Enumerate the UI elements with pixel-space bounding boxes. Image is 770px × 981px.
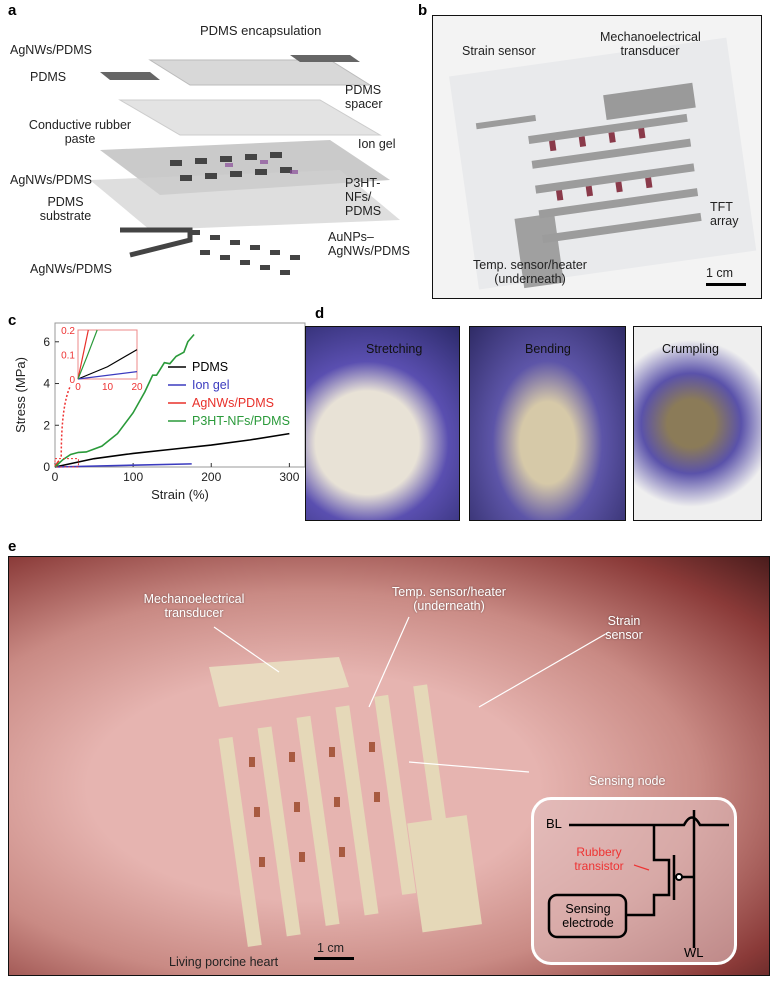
- label-pdms: PDMS: [30, 70, 67, 84]
- inset-y-tick-label: 0.2: [61, 326, 75, 337]
- inset-series-agnws-pdms: [77, 329, 89, 380]
- label-tft-array: TFT array: [710, 200, 739, 228]
- label-living-heart: Living porcine heart: [169, 955, 279, 969]
- inset-y-tick-label: 0.1: [61, 351, 75, 362]
- photo-stretching: Stretching: [305, 326, 460, 521]
- label-aunps-agnws-pdms: AuNPs– AgNWs/PDMS: [328, 230, 410, 258]
- device-on-heart: [209, 616, 610, 947]
- photo-bending: Bending: [469, 326, 626, 521]
- label-strain-sensor-b: Strain sensor: [462, 44, 536, 58]
- panel-label-e: e: [8, 538, 17, 555]
- label-pdms-encapsulation: PDMS encapsulation: [200, 23, 322, 38]
- legend-entry: P3HT-NFs/PDMS: [192, 414, 290, 428]
- circuit-transistor-label: Rubbery transistor: [574, 845, 624, 873]
- x-tick-label: 300: [279, 470, 299, 484]
- series-line-p3ht-nfs-pdms: [54, 333, 195, 468]
- label-pdms-substrate: PDMS substrate: [39, 195, 92, 223]
- scale-label-e: 1 cm: [317, 941, 345, 955]
- scale-bar-e: [314, 957, 354, 960]
- panel-label-c: c: [8, 312, 17, 329]
- y-tick-label: 4: [43, 377, 50, 391]
- exploded-device-diagram: [90, 55, 400, 275]
- y-tick-label: 2: [43, 418, 50, 432]
- device-photo: [432, 15, 762, 299]
- scale-bar-b: [706, 283, 746, 286]
- x-tick-label: 0: [52, 470, 59, 484]
- inset-series-p3ht-nfs-pdms: [77, 329, 98, 380]
- label-transducer-e: Mechanoelectrical transducer: [143, 592, 245, 620]
- label-ion-gel: Ion gel: [358, 137, 396, 151]
- legend-entry: PDMS: [192, 360, 228, 374]
- label-agnws-pdms-bottom: AgNWs/PDMS: [30, 262, 112, 276]
- label-strain-sensor-e: Strain sensor: [605, 614, 643, 642]
- circuit-electrode-label: Sensing electrode: [562, 902, 614, 930]
- circuit-bl-label: BL: [546, 816, 562, 831]
- inset-series-pdms: [77, 349, 138, 380]
- label-sensing-node: Sensing node: [589, 774, 666, 788]
- x-tick-label: 200: [201, 470, 221, 484]
- label-p3ht-nfs-pdms: P3HT-NFs/ PDMS: [345, 176, 382, 218]
- y-tick-label: 6: [43, 335, 50, 349]
- label-temp-sensor-e: Temp. sensor/heater (underneath): [392, 585, 506, 613]
- label-agnws-pdms-top: AgNWs/PDMS: [10, 43, 92, 57]
- label-agnws-pdms-mid: AgNWs/PDMS: [10, 173, 92, 187]
- label-stretching: Stretching: [366, 342, 423, 356]
- series-line-ion-gel: [54, 463, 192, 468]
- x-tick-label: 100: [123, 470, 143, 484]
- label-bending: Bending: [525, 342, 571, 356]
- label-temp-sensor-b: Temp. sensor/heater (underneath): [473, 258, 587, 286]
- label-crumpling: Crumpling: [662, 342, 719, 356]
- inset-x-tick-label: 20: [131, 382, 143, 393]
- legend-entry: AgNWs/PDMS: [192, 396, 274, 410]
- heart-photo: Mechanoelectrical transducer Temp. senso…: [8, 556, 770, 976]
- label-conductive-rubber-paste: Conductive rubber paste: [28, 118, 132, 146]
- inset-x-tick-label: 0: [75, 382, 81, 393]
- scale-label-b: 1 cm: [706, 266, 734, 280]
- panel-label-d: d: [315, 305, 325, 322]
- panel-label-a: a: [8, 2, 17, 19]
- inset-x-tick-label: 10: [102, 382, 114, 393]
- inset-y-tick-label: 0: [69, 375, 75, 386]
- label-pdms-spacer: PDMS spacer: [345, 83, 383, 111]
- inset-series-ion-gel: [77, 371, 138, 380]
- circuit-wl-label: WL: [684, 945, 704, 960]
- y-tick-label: 0: [43, 460, 50, 474]
- zoom-arrow: [60, 385, 72, 457]
- y-axis-label: Stress (MPa): [13, 357, 28, 433]
- circuit-schematic: [547, 810, 729, 948]
- label-transducer-b: Mechanoelectrical transducer: [600, 30, 701, 58]
- panel-label-b: b: [418, 2, 428, 19]
- x-axis-label: Strain (%): [151, 487, 209, 502]
- circuit-inset: BL WL Rubbery transistor Sensing electro…: [531, 797, 737, 965]
- series-line-pdms: [54, 432, 290, 468]
- photo-crumpling: Crumpling: [633, 326, 762, 521]
- device-photo-drawing: [449, 37, 757, 290]
- legend-entry: Ion gel: [192, 378, 230, 392]
